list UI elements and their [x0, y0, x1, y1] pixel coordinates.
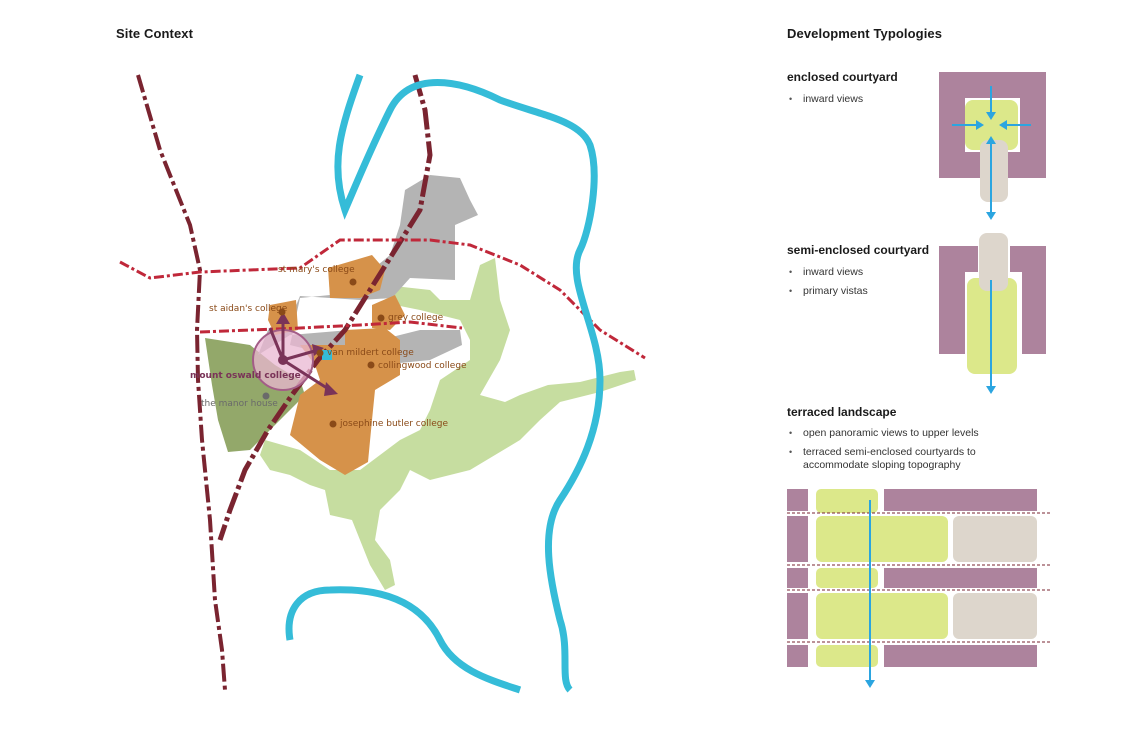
- label-mount-oswald: mount oswald college: [190, 371, 301, 381]
- label-st-marys: st mary's college: [278, 265, 355, 275]
- terrace-level-lines: [787, 512, 1050, 643]
- building-block: [939, 246, 1046, 354]
- courtyard: [965, 100, 1018, 150]
- semi-enclosed-courtyard-bullets: inward views primary vistas: [787, 266, 927, 304]
- label-grey: grey college: [388, 313, 444, 323]
- arrowhead: [324, 382, 338, 396]
- marker-manor-house: [262, 392, 270, 400]
- site-context-title: Site Context: [116, 26, 194, 41]
- view-arrow-north-west: [268, 327, 285, 361]
- terrace-building-right: [884, 489, 1037, 667]
- view-arrow-east: [282, 348, 319, 362]
- terrace-building-left: [787, 489, 808, 667]
- arrowhead: [986, 386, 996, 394]
- bullet-item: inward views: [787, 93, 927, 106]
- passage: [979, 233, 1008, 291]
- road-north-west: [136, 74, 227, 691]
- arrowhead: [312, 344, 324, 356]
- marker-grey: [377, 314, 385, 322]
- bullet-item: primary vistas: [787, 285, 927, 298]
- label-josephine-butler: josephine butler college: [339, 419, 449, 429]
- marker-cyan: [322, 350, 332, 360]
- passage: [980, 140, 1008, 202]
- label-st-aidans: st aidan's college: [209, 304, 288, 314]
- bullet-item: open panoramic views to upper levels: [787, 427, 1012, 440]
- arrowheads: [976, 112, 1007, 220]
- green-space: [260, 258, 636, 590]
- road-main-diagonal: [217, 74, 433, 541]
- view-arrow-south-east: [282, 358, 331, 392]
- label-manor-house: the manor house: [201, 399, 278, 409]
- terrace-landscape-beige: [953, 516, 1037, 639]
- semi-enclosed-courtyard-title: semi-enclosed courtyard: [787, 243, 930, 257]
- marker-st-aidans: [278, 308, 286, 316]
- view-arrows: [952, 86, 1031, 215]
- green-space-dark: [205, 338, 305, 452]
- development-typologies-title: Development Typologies: [787, 26, 943, 41]
- terrace-courtyards: [816, 489, 948, 667]
- bullet-item: terraced semi-enclosed courtyards to acc…: [787, 446, 1012, 472]
- river-north: [334, 73, 604, 693]
- arrowhead: [865, 680, 875, 688]
- enclosed-courtyard-title: enclosed courtyard: [787, 70, 898, 84]
- label-van-mildert: van mildert college: [327, 348, 414, 358]
- rail-line-north: [119, 238, 646, 360]
- bullet-item: inward views: [787, 266, 927, 279]
- terraced-landscape-title: terraced landscape: [787, 405, 897, 419]
- enclosed-courtyard-bullets: inward views: [787, 93, 927, 112]
- marker-st-marys: [349, 278, 357, 286]
- label-collingwood: collingwood college: [378, 361, 467, 371]
- marker-josephine-butler: [329, 420, 337, 428]
- arrowhead: [276, 312, 290, 324]
- marker-van-mildert: [316, 349, 324, 357]
- river-south: [285, 586, 522, 694]
- college-st-marys: [328, 255, 385, 298]
- terraced-landscape-bullets: open panoramic views to upper levels ter…: [787, 427, 1012, 478]
- marker-collingwood: [367, 361, 375, 369]
- rail-line-mid: [199, 320, 463, 334]
